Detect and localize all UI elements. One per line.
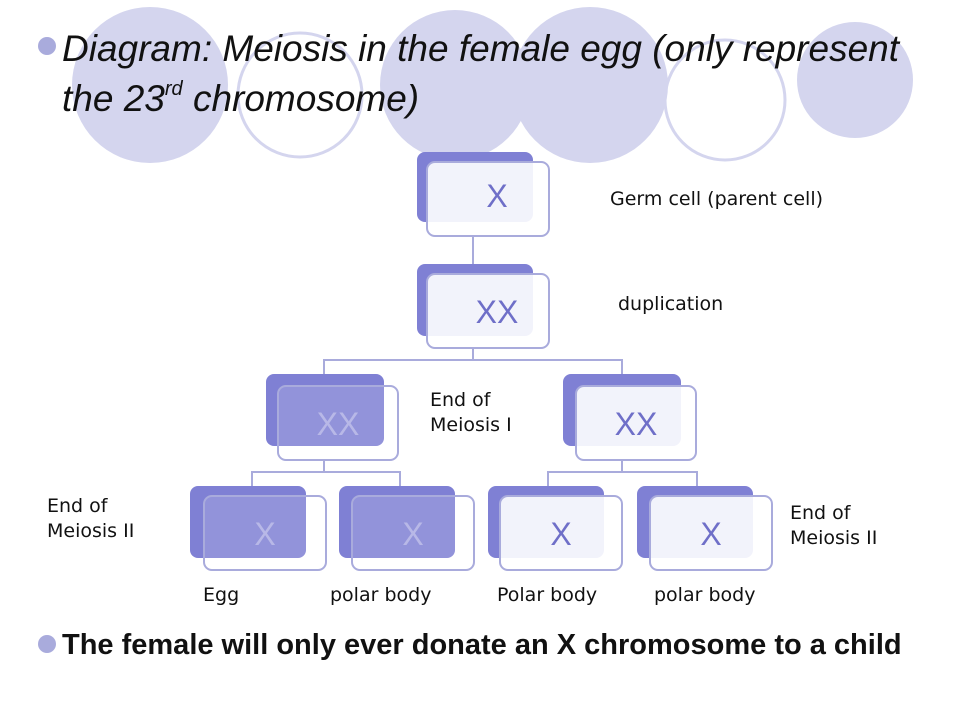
label-polar-body-3: polar body <box>654 584 756 606</box>
bottom-bullet <box>38 635 56 653</box>
node-back <box>190 486 306 558</box>
node-front <box>426 273 550 349</box>
title-bullet <box>38 37 56 55</box>
node-front <box>499 495 623 571</box>
node-label-polar-3: X <box>700 516 722 552</box>
node-front <box>277 385 399 461</box>
node-polar-body-1 <box>339 486 475 571</box>
node-front <box>426 161 550 237</box>
node-label-duplicated: XX <box>475 294 519 330</box>
label-polar-body-2: Polar body <box>497 584 598 606</box>
node-front <box>575 385 697 461</box>
label-egg: Egg <box>203 584 240 606</box>
node-polar-body-2 <box>488 486 623 571</box>
node-germ-cell <box>417 152 550 237</box>
label-duplication: duplication <box>618 293 724 315</box>
node-front <box>351 495 475 571</box>
node-front <box>649 495 773 571</box>
label-end-meiosis-1: End of Meiosis I <box>430 389 512 436</box>
node-polar-body-3 <box>637 486 773 571</box>
node-label-germ: X <box>486 178 508 214</box>
node-duplicated <box>417 264 550 349</box>
node-egg <box>190 486 327 571</box>
node-back <box>339 486 455 558</box>
label-end-meiosis-2-right: End of Meiosis II <box>790 502 878 549</box>
page-title: Diagram: Meiosis in the female egg (only… <box>62 28 899 119</box>
decor-circle <box>72 7 228 163</box>
label-polar-body-1: polar body <box>330 584 432 606</box>
node-front <box>203 495 327 571</box>
node-meiosis1-left <box>266 374 399 461</box>
node-label-meiosis1-left: XX <box>316 406 360 442</box>
decor-circle <box>512 7 668 163</box>
label-end-meiosis-2-left: End of Meiosis II <box>47 495 135 542</box>
decor-circle <box>663 38 787 162</box>
node-meiosis1-right <box>563 374 697 461</box>
decor-circle <box>236 31 364 159</box>
node-label-polar-2: X <box>550 516 572 552</box>
node-label-meiosis1-right: XX <box>614 406 658 442</box>
label-germ-cell: Germ cell (parent cell) <box>610 188 824 210</box>
bottom-statement: The female will only ever donate an X ch… <box>62 629 902 661</box>
decor-circle <box>380 10 530 160</box>
decor-circle <box>797 22 913 138</box>
node-back <box>266 374 384 446</box>
node-label-egg: X <box>254 516 276 552</box>
node-label-polar-1: X <box>402 516 424 552</box>
